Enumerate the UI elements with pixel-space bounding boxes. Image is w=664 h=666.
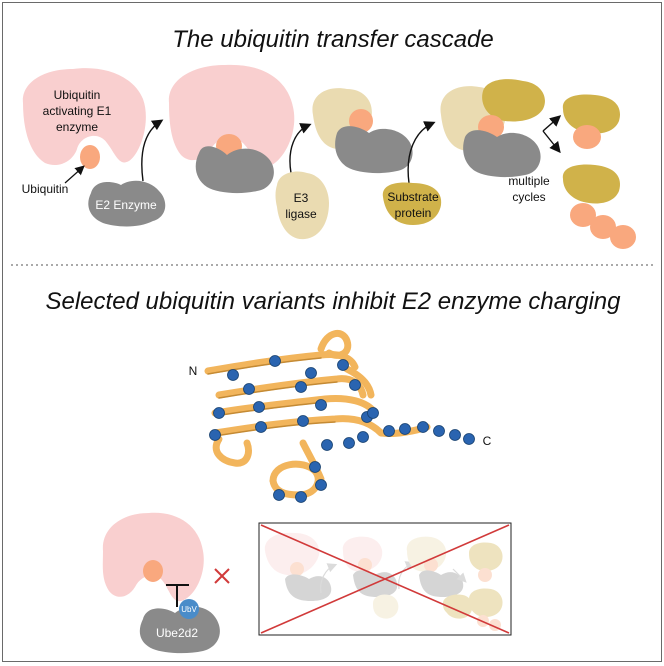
no-transfer-x-icon <box>214 568 230 584</box>
mutation-sphere <box>337 359 349 371</box>
e2-label: E2 Enzyme <box>95 198 157 212</box>
ubv-bound-shape <box>179 599 199 619</box>
mutation-sphere <box>367 407 379 419</box>
mutation-sphere <box>255 421 267 433</box>
mutation-sphere <box>295 491 307 503</box>
blocked-cascade-cross-icon <box>260 524 510 634</box>
mutation-sphere <box>433 425 445 437</box>
ubiquitin-chain-2-shape <box>590 215 616 239</box>
e2-stage2-shape <box>195 146 274 194</box>
mutation-sphere <box>343 437 355 449</box>
mutation-sphere <box>321 439 333 451</box>
cycles-label-line2: cycles <box>512 190 545 204</box>
mutation-sphere <box>273 489 285 501</box>
mutation-sphere <box>463 433 475 445</box>
mutation-sphere <box>449 429 461 441</box>
n-terminus-label: N <box>189 364 198 378</box>
mutation-sphere <box>227 369 239 381</box>
branch-arrow-down <box>542 130 561 154</box>
e1-label-line3: enzyme <box>56 120 98 134</box>
mutation-sphere <box>213 407 225 419</box>
substrate-protein-shape <box>382 182 442 225</box>
c-terminus-label: C <box>483 434 492 448</box>
ubiquitin-chain-3-shape <box>610 225 636 249</box>
mutation-sphere <box>253 401 265 413</box>
substrate-label-line2: protein <box>395 206 432 220</box>
substrate-label-line1: Substrate <box>387 190 439 204</box>
figure-canvas: The ubiquitin transfer cascade Ubiquitin… <box>11 26 655 654</box>
substrate-product-2-shape <box>562 164 620 204</box>
ubiquitin-arrow <box>64 165 85 184</box>
mutation-sphere <box>269 355 281 367</box>
e1-inhibited-shape <box>102 512 204 602</box>
cascade-arrow-3 <box>407 121 436 184</box>
ube2d2-shape <box>139 606 220 654</box>
e2-stage3-shape <box>335 126 413 174</box>
branch-arrow-up <box>542 115 562 132</box>
e3-ligase-shape <box>275 171 329 240</box>
mutation-sphere <box>315 399 327 411</box>
cascade-title: The ubiquitin transfer cascade <box>172 26 494 53</box>
mutation-sphere <box>209 429 221 441</box>
e2-stage4-shape <box>463 130 541 178</box>
e1-enzyme-shape <box>22 68 146 166</box>
ubiquitin-inhibited-shape <box>143 560 163 582</box>
mutation-sphere <box>295 381 307 393</box>
inhibition-t-bar <box>166 584 189 607</box>
inhibition-title: Selected ubiquitin variants inhibit E2 e… <box>45 288 621 315</box>
e3-label-line2: ligase <box>285 207 317 221</box>
mutation-sphere <box>417 421 429 433</box>
e1-label-line2: activating E1 <box>43 104 112 118</box>
e3-label-line1: E3 <box>294 191 309 205</box>
e1-label-line1: Ubiquitin <box>54 88 101 102</box>
mutation-sphere <box>399 423 411 435</box>
mutation-sphere <box>349 379 361 391</box>
mutation-sphere <box>383 425 395 437</box>
ube2d2-label: Ube2d2 <box>156 626 198 640</box>
cycles-label-line1: multiple <box>508 174 550 188</box>
ubiquitin-product-1-shape <box>573 125 601 149</box>
ubiquitin-label: Ubiquitin <box>22 182 69 196</box>
e2-enzyme-shape <box>88 180 166 227</box>
ubv-label: UbV <box>181 605 197 614</box>
ubv-mutation-spheres <box>209 355 475 503</box>
e1-stage2-shape <box>168 64 295 168</box>
cascade-arrow-1 <box>141 119 164 182</box>
mutation-sphere <box>357 431 369 443</box>
mutation-sphere <box>243 383 255 395</box>
cascade-arrow-2 <box>289 123 312 174</box>
substrate-product-1-shape <box>562 94 620 134</box>
substrate-stage4-shape <box>482 79 545 122</box>
ubiquitin-shape <box>80 145 100 169</box>
ubv-structure-ribbon-shade <box>207 357 338 437</box>
mutation-sphere <box>305 367 317 379</box>
ubiquitin-chain-1-shape <box>570 203 596 227</box>
mutation-sphere <box>309 461 321 473</box>
mutation-sphere <box>315 479 327 491</box>
mutation-sphere <box>297 415 309 427</box>
